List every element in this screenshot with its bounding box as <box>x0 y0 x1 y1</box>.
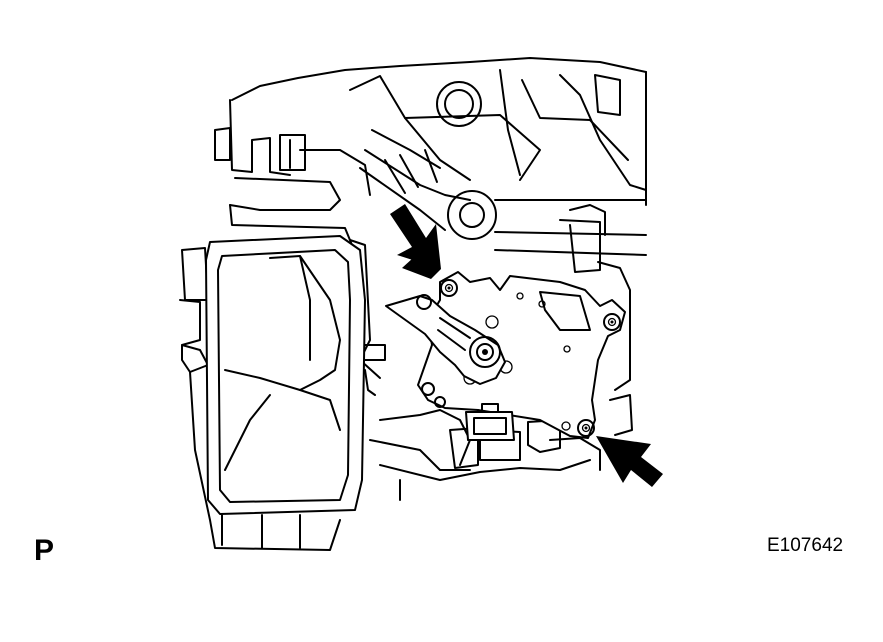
view-label: P <box>34 534 55 567</box>
damper-servo-actuator <box>417 271 626 439</box>
actuator-lever <box>385 294 506 385</box>
fastener-marks <box>447 286 614 430</box>
connector <box>465 403 515 441</box>
arrow-lower-right <box>596 436 663 487</box>
housing-left <box>179 99 386 551</box>
duct-opening <box>205 235 366 515</box>
housing-lower <box>369 394 633 501</box>
housing-upper <box>231 57 647 391</box>
arrow-upper-left <box>390 204 441 279</box>
figure-id: E107642 <box>767 535 844 556</box>
